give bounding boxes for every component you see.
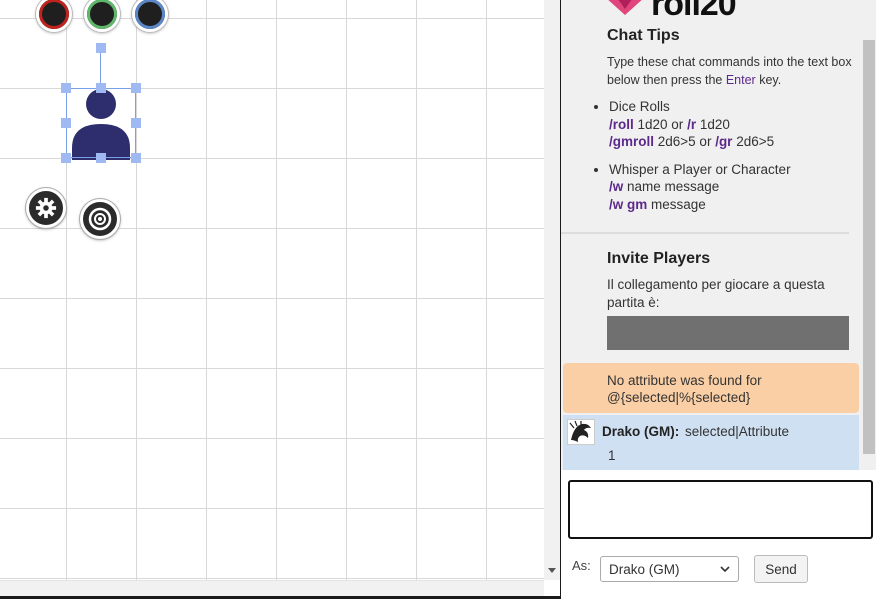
person-token-icon[interactable] (71, 88, 131, 160)
target-icon (88, 207, 112, 231)
divider (561, 232, 849, 234)
invite-players-title: Invite Players (607, 250, 711, 267)
selection-box (66, 88, 136, 158)
invite-link-box[interactable] (607, 316, 849, 350)
message-sender: Drako (GM): (602, 424, 680, 439)
as-label: As: (572, 558, 591, 573)
red-bar-bubble[interactable] (36, 0, 72, 32)
chevron-down-icon (720, 566, 730, 573)
chat-tips-title: Chat Tips (607, 27, 680, 44)
gear-icon (35, 197, 57, 219)
command: /w (609, 179, 624, 194)
roll20-gem-icon (608, 0, 642, 15)
resize-handle-sw[interactable] (61, 153, 71, 163)
scroll-down-arrow-icon[interactable] (548, 568, 556, 573)
green-bar-bubble[interactable] (84, 0, 120, 32)
token-settings-button[interactable] (26, 188, 66, 228)
command: /gmroll (609, 134, 655, 149)
chat-scrollbar-thumb[interactable] (863, 40, 875, 454)
resize-handle-n[interactable] (96, 83, 106, 93)
intro-text-end: key. (755, 73, 782, 87)
chat-sidebar: roll20 Chat Tips Type these chat command… (560, 0, 876, 599)
token-layer-button[interactable] (80, 199, 120, 239)
chat-scrollbar[interactable] (861, 0, 876, 470)
roll20-logo: roll20 (605, 0, 737, 23)
resize-handle-s[interactable] (96, 153, 106, 163)
command: /w gm (609, 196, 648, 212)
chat-tips-list: Dice Rolls /roll 1d20 or /r 1d20 /gmroll… (599, 98, 849, 223)
warning-message: No attribute was found for @{selected|%{… (563, 363, 859, 413)
speaking-as-select[interactable]: Drako (GM) (600, 556, 739, 582)
resize-handle-nw[interactable] (61, 83, 71, 93)
rotation-handle[interactable] (96, 43, 106, 53)
command-arg: 1d20 (696, 116, 730, 132)
resize-handle-w[interactable] (61, 118, 71, 128)
resize-handle-ne[interactable] (131, 83, 141, 93)
enter-key-text: Enter (725, 73, 756, 87)
canvas-vertical-scrollbar[interactable] (544, 0, 560, 580)
command: /r (687, 116, 697, 132)
tip-line: /roll 1d20 or /r 1d20 (609, 116, 849, 134)
command-arg: 2d6>5 or (654, 134, 716, 149)
chat-tips-intro: Type these chat commands into the text b… (607, 53, 852, 89)
avatar[interactable] (567, 419, 595, 445)
chat-message: Drako (GM): selected|Attribute 1 (563, 415, 859, 470)
message-body: selected|Attribute (685, 424, 790, 439)
resize-handle-se[interactable] (131, 153, 141, 163)
invite-text: Il collegamento per giocare a questa par… (607, 277, 825, 310)
dragon-avatar-icon (569, 420, 591, 442)
list-item: Whisper a Player or Character /w name me… (609, 161, 849, 214)
command-arg: 2d6>5 (732, 134, 775, 149)
command-arg: name message (623, 179, 720, 194)
resize-handle-e[interactable] (131, 118, 141, 128)
message-value: 1 (608, 448, 616, 463)
command: /roll (609, 116, 634, 132)
list-item: Dice Rolls /roll 1d20 or /r 1d20 /gmroll… (609, 98, 849, 151)
logo-text: roll20 (651, 0, 737, 23)
chat-log[interactable]: roll20 Chat Tips Type these chat command… (561, 0, 861, 470)
map-canvas[interactable] (0, 0, 544, 580)
warning-line-2: @{selected|%{selected} (607, 390, 751, 405)
canvas-horizontal-scrollbar[interactable] (0, 580, 544, 596)
intro-text: Type these chat commands into the text b… (607, 55, 852, 87)
tip-line: /gmroll 2d6>5 or /gr 2d6>5 (609, 133, 849, 151)
warning-line-1: No attribute was found for (607, 373, 762, 388)
tip-label-dice: Dice Rolls (609, 99, 670, 114)
rotation-line (100, 52, 101, 88)
tip-label-whisper: Whisper a Player or Character (609, 161, 791, 177)
command-arg: message (647, 196, 706, 212)
blue-bar-bubble[interactable] (132, 0, 168, 32)
tip-line: /w gm message (609, 196, 849, 214)
command: /gr (715, 134, 733, 149)
speaking-as-value: Drako (GM) (609, 562, 680, 577)
send-button[interactable]: Send (754, 555, 808, 583)
chat-input[interactable] (568, 480, 873, 539)
command-arg: 1d20 or (633, 116, 688, 132)
tip-line: /w name message (609, 178, 849, 196)
window-bottom-border (0, 596, 876, 599)
